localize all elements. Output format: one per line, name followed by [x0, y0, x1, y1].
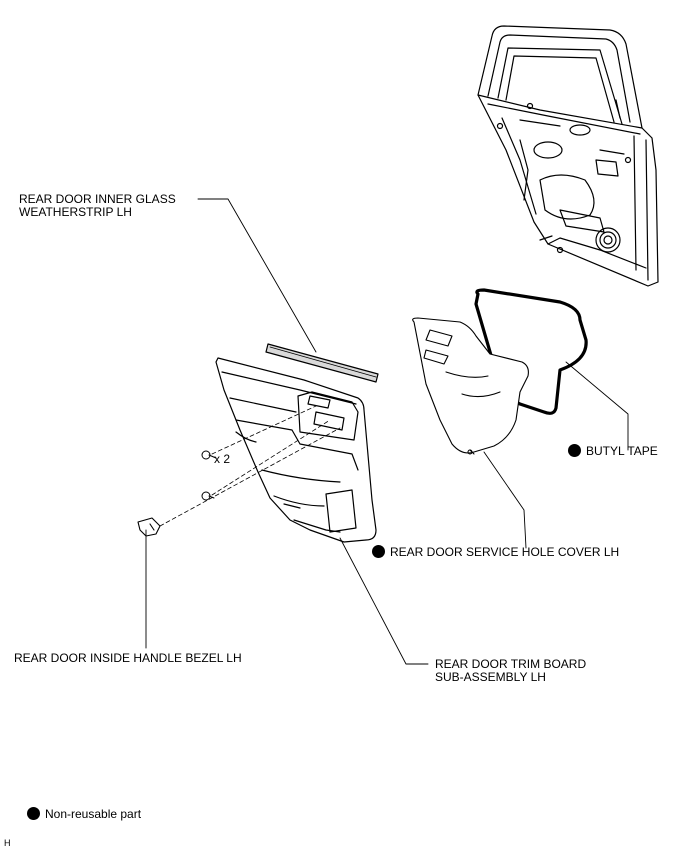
legend-non-reusable: Non-reusable part: [27, 807, 141, 821]
butyl-tape-label: BUTYL TAPE: [568, 444, 658, 458]
non-reusable-marker-icon: [27, 807, 40, 820]
trim-board-label-line2: SUB-ASSEMBLY LH: [435, 670, 546, 684]
legend-non-reusable-text: Non-reusable part: [45, 807, 142, 821]
rear-door-frame: [477, 25, 659, 287]
service-hole-cover-label-text: REAR DOOR SERVICE HOLE COVER LH: [390, 545, 620, 559]
assembly-lines: [159, 405, 341, 527]
inside-handle-bezel-label: REAR DOOR INSIDE HANDLE BEZEL LH: [14, 651, 242, 665]
clip-screw-lower: [201, 491, 215, 501]
non-reusable-marker-icon: [372, 545, 385, 558]
clip-screw-upper: [201, 450, 217, 460]
inner-glass-weatherstrip: [265, 343, 379, 383]
leader-lines: [145, 198, 629, 665]
trim-board-label: REAR DOOR TRIM BOARD SUB-ASSEMBLY LH: [435, 658, 586, 684]
glass-weatherstrip-label-line1: REAR DOOR INNER GLASS: [19, 192, 176, 206]
glass-weatherstrip-label-line2: WEATHERSTRIP LH: [19, 205, 132, 219]
service-hole-cover: [412, 317, 529, 455]
service-hole-cover-label: REAR DOOR SERVICE HOLE COVER LH: [372, 545, 619, 559]
non-reusable-marker-icon: [568, 444, 581, 457]
butyl-tape-label-text: BUTYL TAPE: [586, 444, 658, 458]
inside-handle-bezel: [137, 517, 161, 537]
glass-weatherstrip-label: REAR DOOR INNER GLASS WEATHERSTRIP LH: [19, 193, 176, 219]
trim-board-label-line1: REAR DOOR TRIM BOARD: [435, 657, 587, 671]
trim-board: [215, 357, 377, 543]
clip-quantity-label: x 2: [214, 452, 231, 466]
corner-mark: H: [4, 838, 11, 848]
